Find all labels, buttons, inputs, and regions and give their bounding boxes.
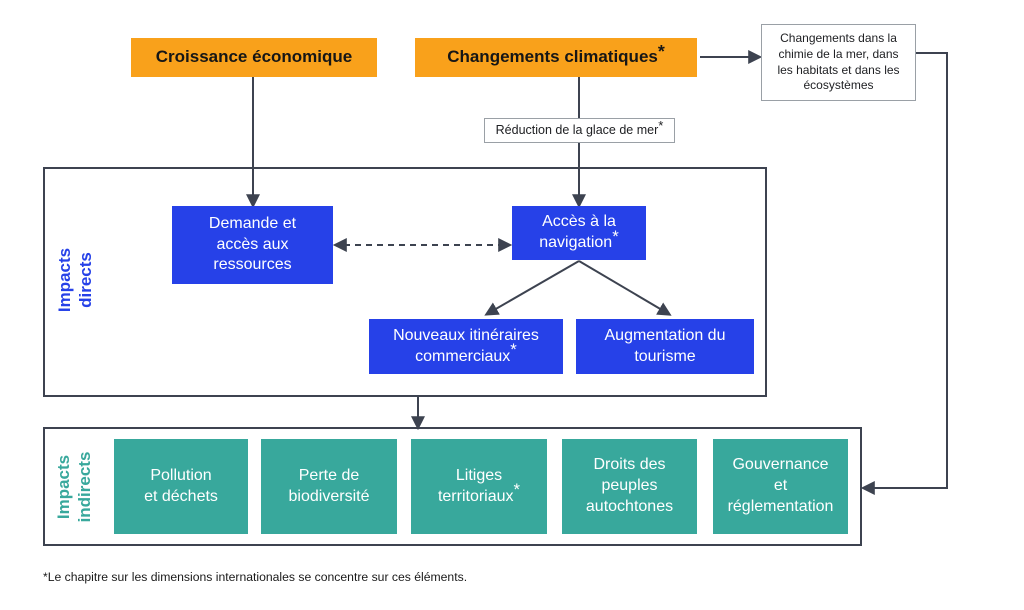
navigation-access-label: Accès à la navigation [539, 213, 616, 251]
navigation-access-box: Accès à la navigation* [512, 206, 646, 260]
sea-ice-reduction-label: Réduction de la glace de mer [495, 123, 659, 138]
direct-impacts-section [43, 167, 767, 397]
demand-resources-label: Demande et accès aux ressources [208, 214, 297, 274]
sea-chemistry-label: Changements dans la chimie de la mer, da… [777, 31, 900, 93]
economic-growth-label: Croissance économique [155, 47, 353, 67]
trade-routes-label: Nouveaux itinéraires commerciaux [393, 326, 539, 365]
tourism-label: Augmentation du tourisme [604, 326, 726, 365]
arrow-sea-chemistry-to-indirect [860, 52, 948, 495]
pollution-waste-box: Pollution et déchets [114, 439, 248, 534]
governance-regulation-box: Gouvernance et réglementation [713, 439, 848, 534]
demand-resources-box: Demande et accès aux ressources [172, 206, 333, 284]
indigenous-rights-box: Droits des peuples autochtones [562, 439, 697, 534]
arrow-navigation-to-tourism [578, 260, 672, 316]
sea-chemistry-box: Changements dans la chimie de la mer, da… [761, 24, 916, 101]
tourism-box: Augmentation du tourisme [576, 319, 754, 374]
navigation-access-asterisk: * [612, 226, 619, 246]
footnote: *Le chapitre sur les dimensions internat… [43, 570, 468, 584]
territorial-disputes-box: Litiges territoriaux* [411, 439, 547, 534]
territorial-disputes-label: Litiges territoriaux [437, 466, 514, 505]
indigenous-rights-label: Droits des peuples autochtones [585, 456, 674, 515]
trade-routes-box: Nouveaux itinéraires commerciaux* [369, 319, 563, 374]
territorial-disputes-asterisk: * [513, 480, 521, 500]
climate-change-asterisk: * [657, 40, 665, 61]
trade-routes-asterisk: * [510, 340, 517, 360]
arrow-navigation-to-routes [484, 260, 580, 316]
climate-change-box: Changements climatiques* [415, 38, 697, 77]
sea-ice-reduction-asterisk: * [658, 118, 664, 134]
pollution-waste-label: Pollution et déchets [144, 466, 218, 505]
biodiversity-loss-label: Perte de biodiversité [288, 466, 370, 505]
indirect-impacts-label: Impacts indirects [53, 451, 94, 523]
economic-growth-box: Croissance économique [131, 38, 377, 77]
sea-ice-reduction-box: Réduction de la glace de mer* [484, 118, 675, 143]
direct-impacts-label: Impacts directs [54, 247, 95, 313]
climate-change-label: Changements climatiques [447, 47, 658, 67]
governance-regulation-label: Gouvernance et réglementation [727, 456, 834, 515]
biodiversity-loss-box: Perte de biodiversité [261, 439, 397, 534]
